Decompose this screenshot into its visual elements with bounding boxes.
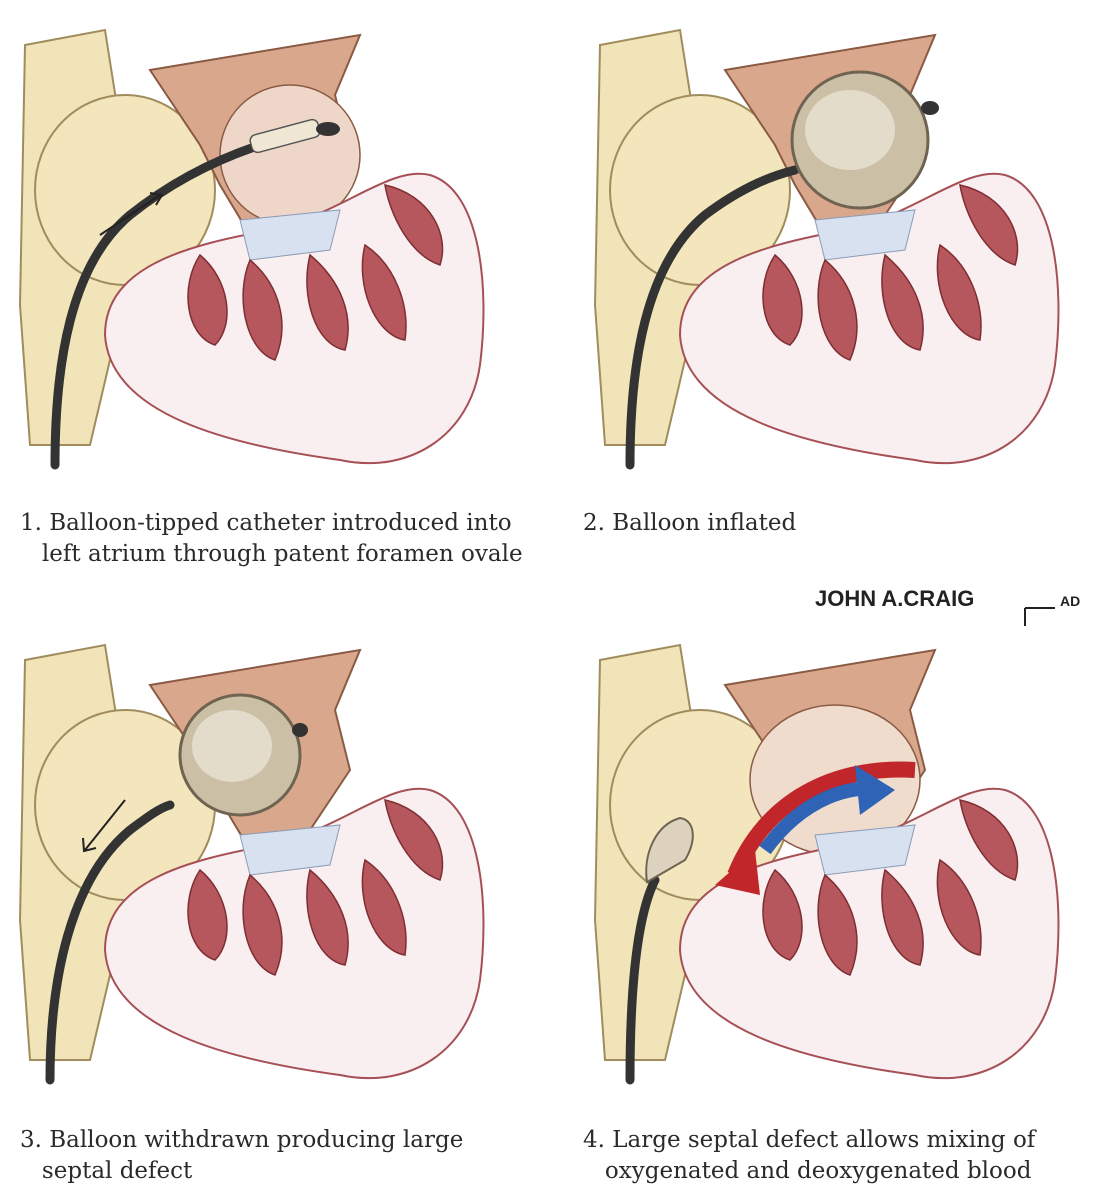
panel-step-4-septal-defect-mixing — [585, 620, 1105, 1090]
catheter-balloon-tip — [316, 122, 340, 136]
caption-step-2: 2. Balloon inflated — [583, 508, 796, 539]
artist-signature: JOHN A.CRAIG AD — [815, 578, 1105, 628]
svg-text:AD: AD — [1060, 593, 1080, 609]
balloon-highlight — [805, 90, 895, 170]
svg-text:JOHN A.CRAIG: JOHN A.CRAIG — [815, 586, 974, 611]
balloon-tip — [921, 101, 939, 115]
heart-illustration-1 — [10, 5, 530, 475]
caption-step-4: 4. Large septal defect allows mixing of … — [583, 1125, 1035, 1187]
heart-illustration-3 — [10, 620, 530, 1090]
panel-step-1-catheter-introduced — [10, 5, 530, 475]
panel-step-2-balloon-inflated — [585, 5, 1105, 475]
panel-step-3-balloon-withdrawn — [10, 620, 530, 1090]
heart-illustration-2 — [585, 5, 1105, 475]
caption-step-1: 1. Balloon-tipped catheter introduced in… — [20, 508, 523, 570]
balloon-highlight — [192, 710, 272, 782]
heart-illustration-4 — [585, 620, 1105, 1090]
caption-step-3: 3. Balloon withdrawn producing large sep… — [20, 1125, 463, 1187]
balloon-tip — [292, 723, 308, 737]
